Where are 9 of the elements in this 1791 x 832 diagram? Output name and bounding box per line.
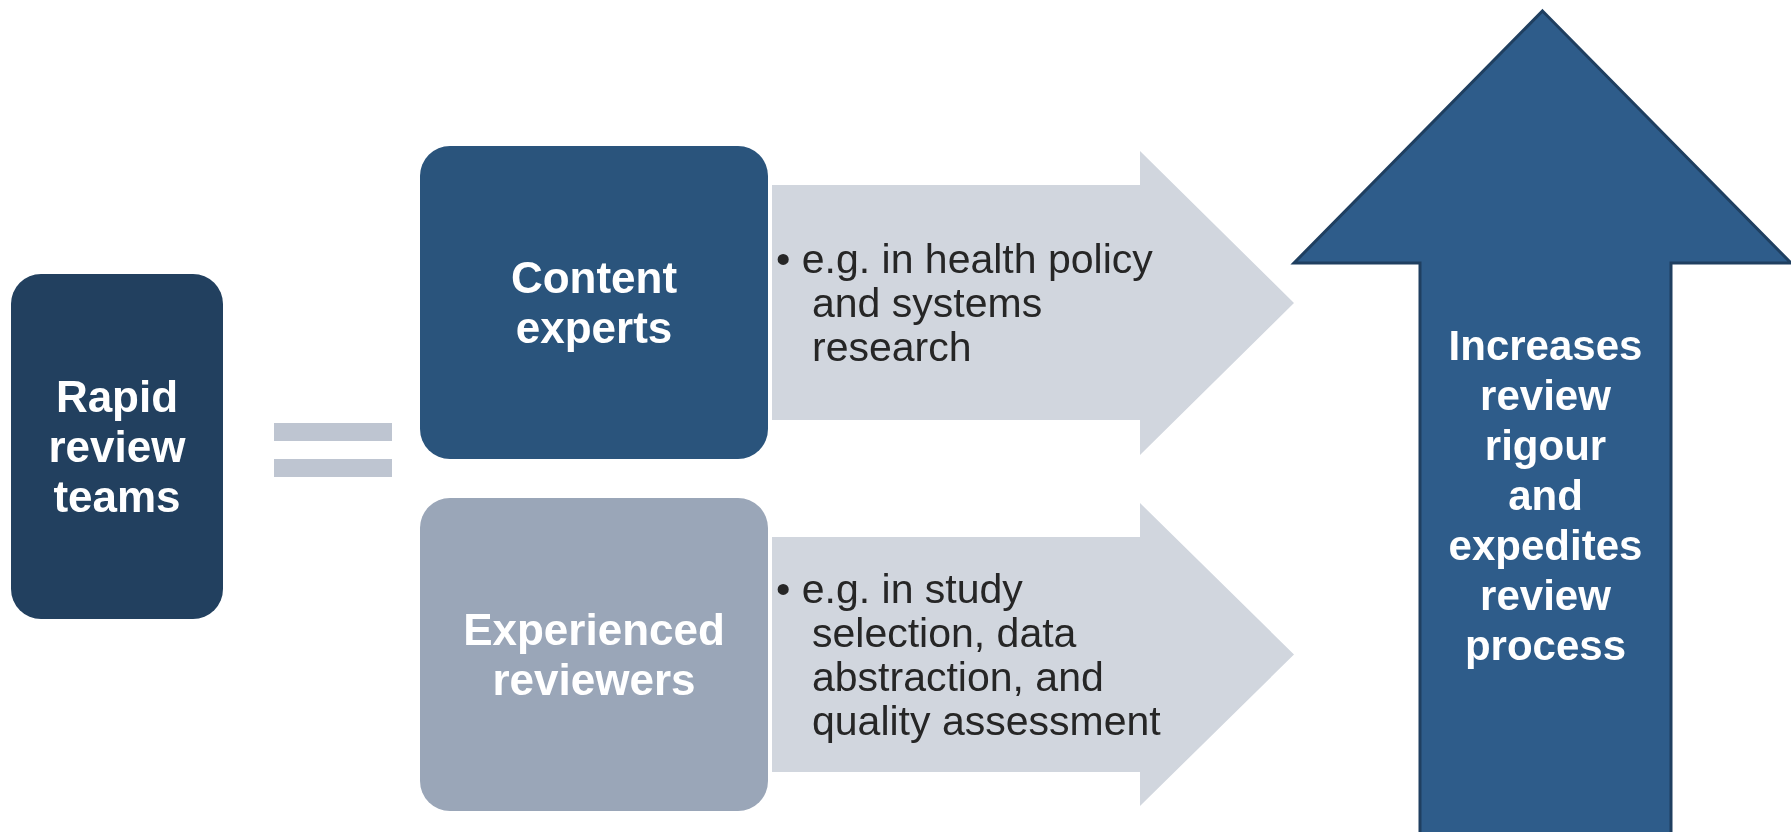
rounded-box bbox=[420, 498, 768, 811]
bullet-text: • e.g. in health policy and systems research bbox=[776, 236, 1154, 369]
rounded-box bbox=[420, 146, 768, 459]
bullet-text: • e.g. in study selection, data abstraction, and quality assessment bbox=[776, 566, 1162, 743]
rounded-box bbox=[11, 274, 223, 619]
box-label: Rapid review teams bbox=[47, 371, 187, 522]
box-label: Experienced reviewers bbox=[462, 604, 726, 705]
arrow-label: Increases review rigour and expedites review process bbox=[1447, 321, 1644, 671]
box-label: Content experts bbox=[509, 252, 679, 353]
